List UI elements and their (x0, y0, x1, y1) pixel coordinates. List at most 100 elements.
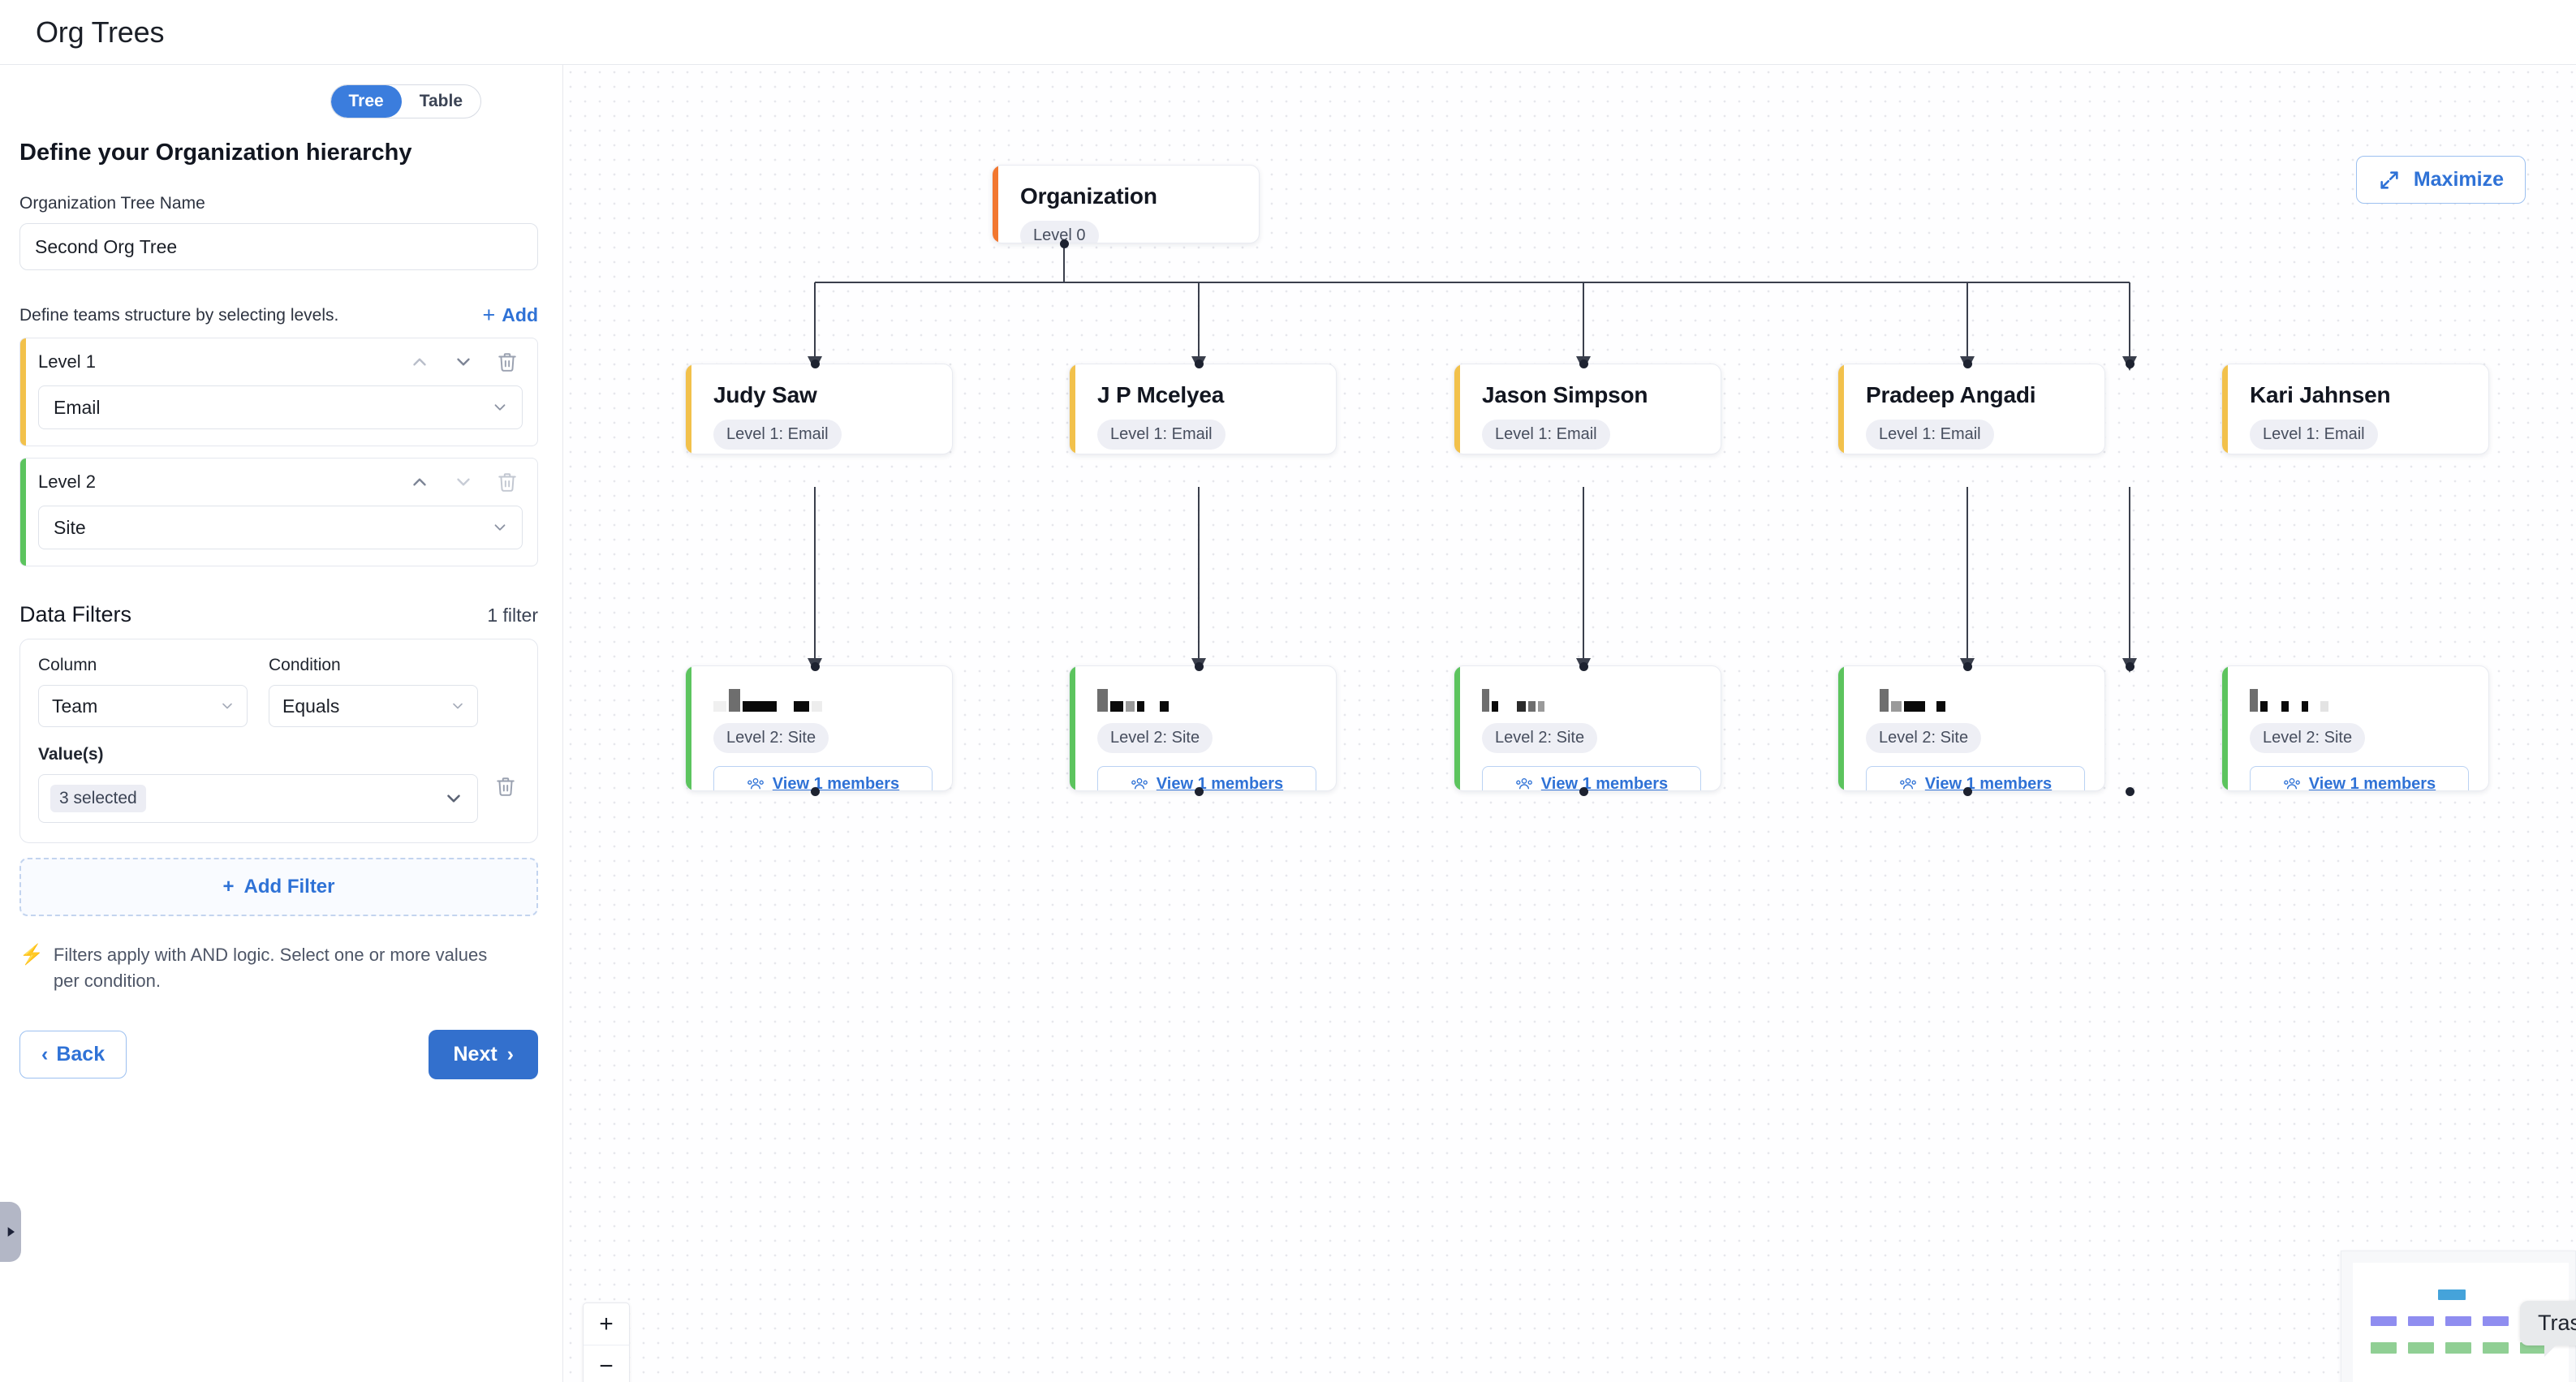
node-port (2126, 787, 2134, 796)
node-title: J P Mcelyea (1097, 382, 1225, 407)
org-node-s3[interactable]: Level 2: Site View 1 members (1454, 665, 1721, 791)
add-filter-button[interactable]: + Add Filter (19, 858, 538, 916)
node-content: J P Mcelyea Level 1: Email (1070, 364, 1336, 454)
node-content: Level 2: Site View 1 members (686, 666, 952, 791)
trash-icon[interactable] (497, 471, 518, 493)
org-chart-canvas[interactable]: Maximize (563, 65, 2576, 1382)
node-port (811, 787, 820, 796)
trash-icon[interactable] (497, 351, 518, 372)
page-title: Org Trees (36, 15, 165, 49)
level-2-value: Site (54, 516, 86, 538)
chevron-down-icon (447, 794, 460, 803)
zoom-controls[interactable]: + − (583, 1302, 630, 1382)
node-badge: Level 2: Site (1482, 723, 1598, 753)
minimap[interactable]: Trash (2341, 1251, 2576, 1382)
level-1-actions (409, 351, 523, 372)
node-content: Pradeep Angadi Level 1: Email (1838, 364, 2104, 454)
add-filter-label: Add Filter (243, 876, 335, 898)
minimap-node-root (2438, 1289, 2466, 1300)
level-1-name: Level 1 (38, 351, 96, 372)
zoom-in-button[interactable]: + (584, 1303, 629, 1345)
node-accent-level1 (1070, 364, 1075, 454)
org-node-n4[interactable]: Pradeep Angadi Level 1: Email (1837, 364, 2105, 454)
node-title: Kari Jahnsen (2250, 382, 2391, 407)
node-port (1963, 662, 1972, 671)
condition-select[interactable]: Equals (269, 685, 478, 727)
tab-tree[interactable]: Tree (330, 85, 402, 118)
chevron-up-icon[interactable] (409, 471, 430, 493)
node-accent-level1 (2222, 364, 2228, 454)
chevron-right-icon: › (506, 1042, 514, 1066)
node-port (1195, 662, 1204, 671)
chevron-down-icon (222, 703, 232, 709)
view-members-button[interactable]: View 1 members (1866, 766, 2085, 790)
minimap-node-l1 (2408, 1316, 2434, 1326)
level-card-2: Level 2 Site (19, 458, 538, 566)
add-level-label: Add (502, 304, 538, 325)
level-2-header: Level 2 (38, 471, 523, 493)
redacted-title (1866, 687, 2085, 712)
minimap-node-l2 (2408, 1342, 2434, 1354)
add-level-button[interactable]: + Add (483, 304, 539, 326)
view-members-button[interactable]: View 1 members (2250, 766, 2469, 790)
chevron-down-icon[interactable] (453, 351, 474, 372)
org-node-n3[interactable]: Jason Simpson Level 1: Email (1454, 364, 1721, 454)
view-members-button[interactable]: View 1 members (713, 766, 933, 791)
org-node-n5[interactable]: Kari Jahnsen Level 1: Email (2221, 364, 2489, 454)
sidebar-collapse-handle[interactable] (0, 1202, 21, 1262)
level-2-select[interactable]: Site (38, 506, 523, 549)
org-node-n1[interactable]: Judy Saw Level 1: Email (685, 364, 953, 454)
node-content: Level 2: Site View 1 members (2222, 666, 2488, 790)
node-content: Jason Simpson Level 1: Email (1454, 364, 1721, 454)
zoom-out-button[interactable]: − (584, 1345, 629, 1382)
node-port (1579, 662, 1588, 671)
filter-hint-text: Filters apply with AND logic. Select one… (53, 945, 488, 991)
org-node-s4[interactable]: Level 2: Site View 1 members (1837, 665, 2105, 791)
level-2-name: Level 2 (38, 471, 96, 492)
node-badge: Level 2: Site (1097, 723, 1213, 753)
app-header: Org Trees (0, 0, 2576, 65)
node-port (2126, 359, 2134, 368)
view-members-label: View 1 members (1540, 774, 1669, 791)
minimap-node-l2 (2445, 1342, 2471, 1354)
chevron-left-icon: ‹ (41, 1042, 49, 1066)
values-label: Value(s) (38, 745, 104, 764)
maximize-button[interactable]: Maximize (2355, 156, 2526, 204)
maximize-label: Maximize (2413, 168, 2504, 191)
node-accent-level2 (2222, 666, 2228, 790)
root-node-badge: Level 0 (1020, 221, 1099, 243)
condition-label: Condition (269, 656, 341, 674)
view-members-label: View 1 members (772, 774, 900, 791)
delete-filter-icon[interactable] (495, 776, 516, 801)
column-value: Team (52, 695, 98, 717)
column-select[interactable]: Team (38, 685, 248, 727)
org-node-s5[interactable]: Level 2: Site View 1 members (2221, 665, 2489, 791)
tab-table[interactable]: Table (419, 92, 463, 110)
triangle-right-icon (7, 1227, 15, 1237)
node-content: Level 2: Site View 1 members (1070, 666, 1336, 790)
view-toggle[interactable]: Tree Table (330, 84, 481, 118)
org-node-root[interactable]: Organization Level 0 (992, 165, 1260, 243)
view-members-button[interactable]: View 1 members (1482, 766, 1701, 791)
root-port-bottom (1060, 239, 1069, 248)
org-node-s2[interactable]: Level 2: Site View 1 members (1069, 665, 1337, 791)
node-port (1579, 787, 1588, 796)
chevron-down-icon[interactable] (453, 471, 474, 493)
next-button[interactable]: Next › (429, 1029, 538, 1079)
values-multiselect[interactable]: 3 selected (38, 774, 478, 823)
view-members-button[interactable]: View 1 members (1097, 766, 1316, 790)
node-content: Judy Saw Level 1: Email (686, 364, 952, 454)
node-accent-level2 (1838, 666, 1844, 790)
minimap-viewport (2353, 1263, 2569, 1382)
redacted-title (1482, 687, 1701, 712)
maximize-icon (2380, 170, 2398, 189)
org-node-n2[interactable]: J P Mcelyea Level 1: Email (1069, 364, 1337, 454)
node-badge: Level 2: Site (1866, 723, 1982, 753)
tree-name-input[interactable] (19, 223, 538, 270)
org-node-s1[interactable]: Level 2: Site View 1 members (685, 665, 953, 791)
level-1-select[interactable]: Email (38, 385, 523, 429)
node-title: Judy Saw (713, 382, 817, 407)
back-button[interactable]: ‹ Back (19, 1030, 127, 1078)
members-icon (1515, 778, 1532, 790)
chevron-up-icon[interactable] (409, 351, 430, 372)
